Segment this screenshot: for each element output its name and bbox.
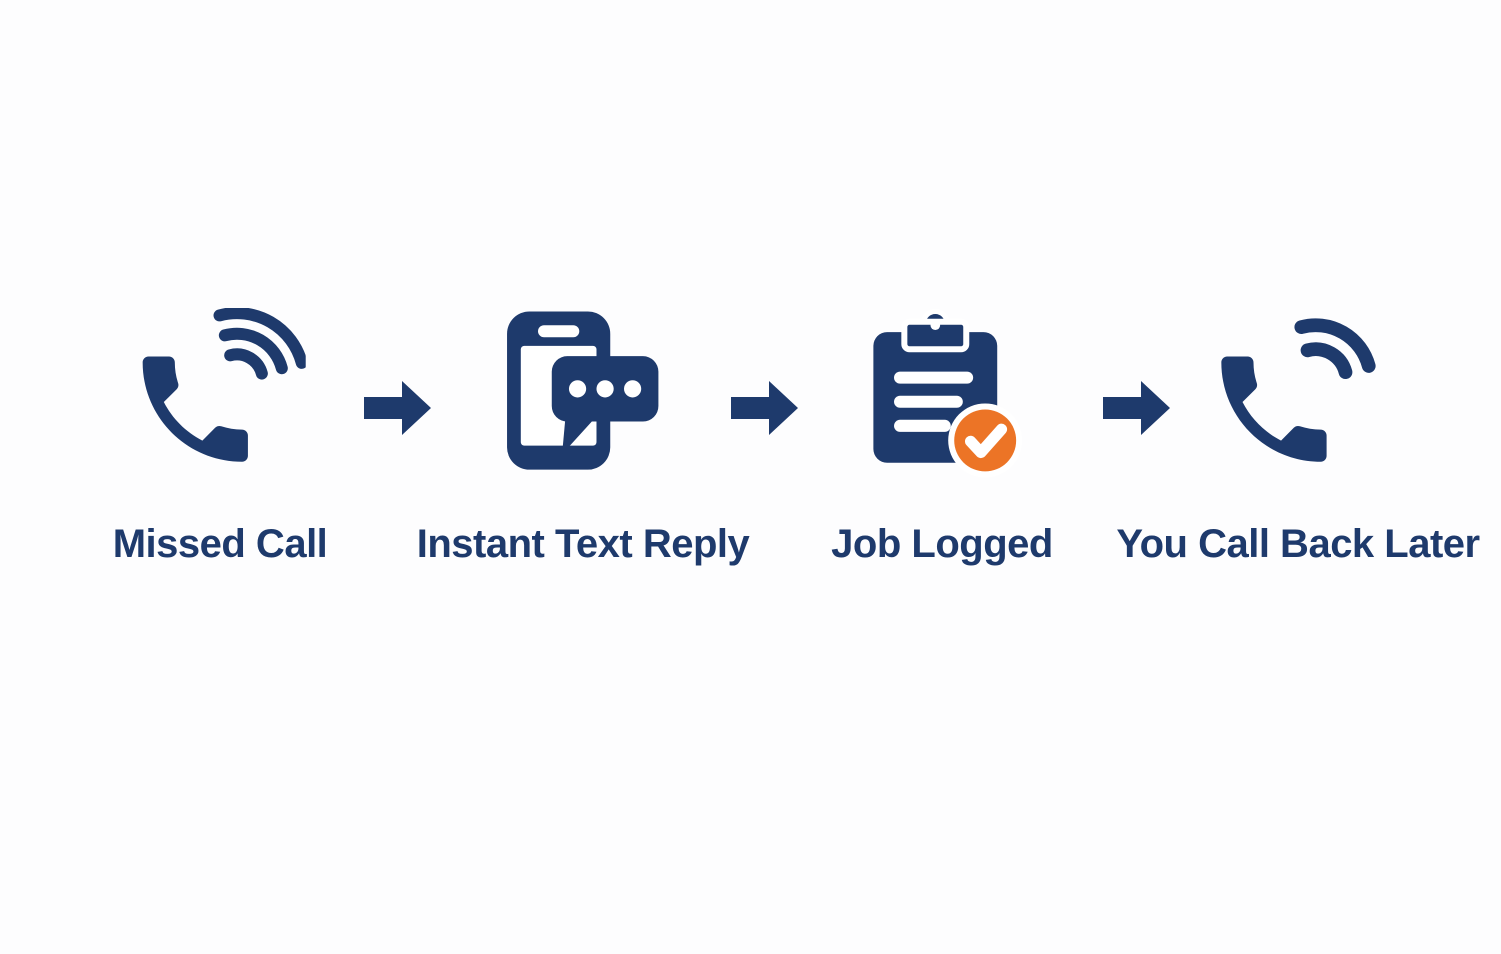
- flow-step-missed-call: Missed Call: [113, 308, 328, 567]
- right-arrow-icon: [731, 381, 798, 435]
- step-label: You Call Back Later: [1116, 522, 1480, 566]
- phone-callback-icon: [1212, 308, 1384, 480]
- flow-step-you-call-back-later: You Call Back Later: [1116, 308, 1480, 567]
- step-label: Job Logged: [831, 522, 1053, 566]
- phone-text-message-icon: [497, 308, 669, 480]
- step-label: Missed Call: [112, 522, 328, 566]
- step-label: Instant Text Reply: [416, 522, 750, 566]
- right-arrow-icon: [1103, 381, 1170, 435]
- right-arrow-icon: [364, 381, 431, 435]
- ringing-phone-icon: [134, 308, 306, 480]
- clipboard-check-icon: [856, 308, 1028, 480]
- flow-step-job-logged: Job Logged: [831, 308, 1053, 567]
- flow-step-instant-text-reply: Instant Text Reply: [417, 308, 750, 567]
